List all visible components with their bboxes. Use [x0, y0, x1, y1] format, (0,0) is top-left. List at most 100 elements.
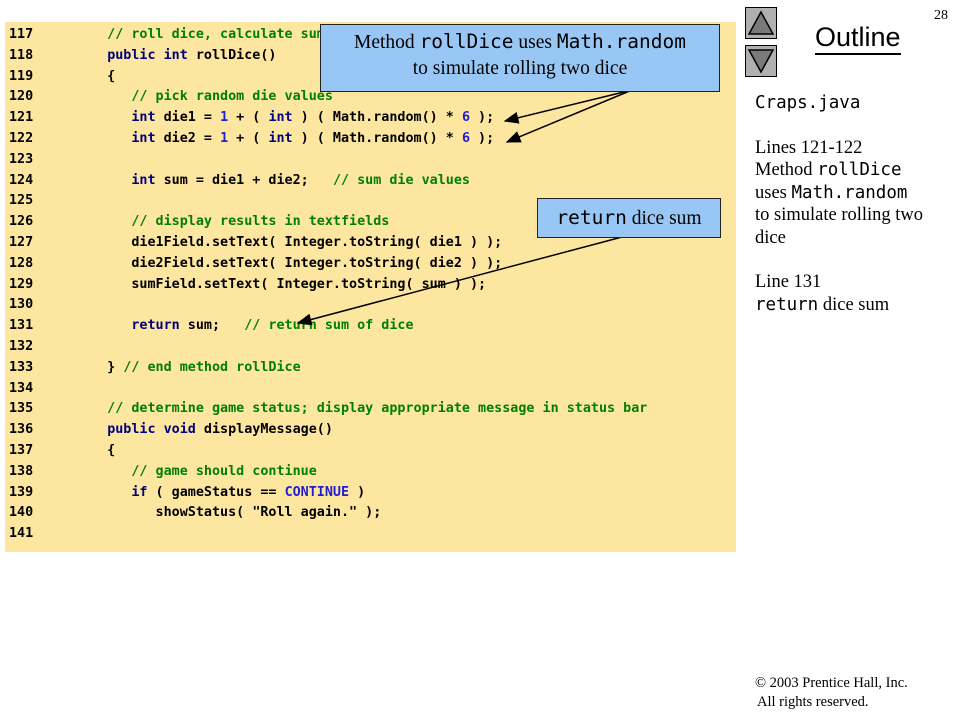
note-text: uses Math.random	[755, 182, 955, 205]
line-number: 128	[9, 255, 34, 271]
code-text: // pick random die values	[83, 87, 333, 108]
callout-code: Math.random	[556, 30, 686, 53]
code-text: {	[83, 67, 115, 88]
line-number: 122	[9, 131, 34, 146]
code-token: // game should continue	[83, 463, 317, 479]
code-text: {	[83, 441, 115, 462]
line-number: 124	[9, 172, 34, 188]
note-code: Math.random	[791, 182, 908, 203]
code-text: // determine game status; display approp…	[83, 399, 647, 420]
code-token: die1Field.setText( Integer.toString( die…	[83, 235, 503, 250]
callout-rolldice: Method rollDice uses Math.random to simu…	[320, 24, 720, 92]
arrow-to-line-131	[296, 236, 623, 326]
line-number: 123	[9, 151, 34, 167]
code-token: }	[83, 359, 124, 375]
code-token: // pick random die values	[83, 89, 333, 105]
code-token: // display results in textfields	[83, 214, 390, 230]
up-triangle-icon	[747, 10, 775, 35]
line-number: 117	[9, 27, 34, 42]
code-token: if	[131, 484, 148, 500]
callout-text: dice sum	[626, 208, 702, 229]
line-number: 125	[9, 193, 34, 209]
file-name: Craps.java	[755, 93, 861, 113]
line-number: 127	[9, 235, 34, 250]
code-token: {	[83, 443, 116, 458]
callout-rolldice-line1: Method rollDice uses Math.random	[321, 29, 719, 56]
code-token: 6	[461, 131, 470, 146]
line-number: 121	[9, 110, 34, 126]
code-token: displayMessage()	[195, 422, 333, 438]
code-token: // determine game status; display approp…	[83, 401, 648, 417]
callout-code: rollDice	[419, 30, 514, 53]
code-token: die2 =	[155, 131, 221, 146]
code-text: public int rollDice()	[83, 46, 277, 67]
line-number: 118	[9, 47, 34, 63]
code-token: int	[268, 110, 293, 126]
code-text: die2Field.setText( Integer.toString( die…	[83, 254, 502, 275]
arrow-to-line-122	[505, 89, 633, 143]
line-number: 135	[9, 401, 34, 417]
page-number: 28	[934, 8, 948, 23]
arrow-to-line-121	[503, 89, 633, 124]
line-number: 134	[9, 380, 34, 396]
code-token: CONTINUE	[284, 484, 350, 500]
code-token: return	[131, 318, 180, 334]
code-text: // display results in textfields	[83, 212, 389, 233]
code-token: // roll dice, calculate sum	[83, 27, 325, 42]
callout-text: Method	[354, 32, 420, 53]
note-desc: to simulate rolling two dice	[755, 205, 924, 248]
code-token: );	[470, 131, 495, 146]
callout-rolldice-line2: to simulate rolling two dice	[412, 58, 628, 79]
code-token: rollDice()	[187, 47, 277, 63]
code-token: );	[470, 110, 495, 126]
code-token: showStatus(	[83, 505, 253, 521]
line-number: 139	[9, 484, 34, 500]
code-token: // end method rollDice	[123, 359, 301, 375]
code-token: die2Field.setText( Integer.toString( die…	[83, 255, 503, 271]
code-token: + (	[228, 110, 269, 126]
note-word: dice sum	[818, 294, 890, 315]
code-token: // sum die values	[332, 172, 470, 188]
code-text: int die2 = 1 + ( int ) ( Math.random() *…	[83, 129, 494, 150]
code-token: public int	[107, 47, 188, 63]
code-panel: 117 // roll dice, calculate sum 118 publi…	[5, 22, 736, 552]
note-word: Method	[755, 160, 818, 180]
code-text: // roll dice, calculate sum	[83, 25, 325, 46]
note-code: rollDice	[817, 160, 902, 180]
code-token: 1	[220, 110, 229, 126]
next-slide-button[interactable]	[745, 45, 777, 77]
outline-title: Outline	[815, 22, 901, 55]
callout-code: return	[556, 206, 627, 229]
copyright-line: © 2003 Prentice Hall, Inc.	[755, 675, 908, 691]
code-token: die1 =	[155, 110, 221, 126]
code-token: sum;	[179, 318, 245, 334]
code-token: 6	[461, 110, 470, 126]
copyright: © 2003 Prentice Hall, Inc. All rights re…	[755, 674, 908, 711]
code-token: {	[83, 68, 116, 84]
code-token: ) ( Math.random() *	[292, 131, 462, 146]
down-triangle-icon	[747, 49, 775, 74]
previous-slide-button[interactable]	[745, 7, 777, 39]
note-code: return	[755, 294, 819, 315]
code-text: if ( gameStatus == CONTINUE )	[83, 483, 365, 504]
code-text: showStatus( "Roll again." );	[83, 503, 382, 524]
code-token: int	[268, 131, 293, 146]
code-token: public void	[107, 422, 196, 438]
code-token: 1	[220, 131, 229, 146]
note-word: uses	[755, 182, 792, 203]
code-text: } // end method rollDice	[83, 358, 301, 379]
code-text: int die1 = 1 + ( int ) ( Math.random() *…	[83, 108, 494, 129]
code-text: die1Field.setText( Integer.toString( die…	[83, 233, 502, 254]
lines-label: Lines 121-122	[755, 137, 863, 158]
code-text: public void displayMessage()	[83, 420, 333, 441]
line-number: 130	[9, 297, 34, 313]
lines-label: Line 131	[755, 272, 822, 292]
code-token: int	[131, 110, 156, 126]
line-number: 137	[9, 443, 34, 458]
side-notes: Craps.java Lines 121-122 Method rollDice…	[755, 92, 955, 316]
code-token: int	[131, 131, 156, 146]
line-number: 141	[9, 526, 34, 542]
line-number: 133	[9, 359, 34, 375]
code-token: int	[131, 172, 156, 188]
